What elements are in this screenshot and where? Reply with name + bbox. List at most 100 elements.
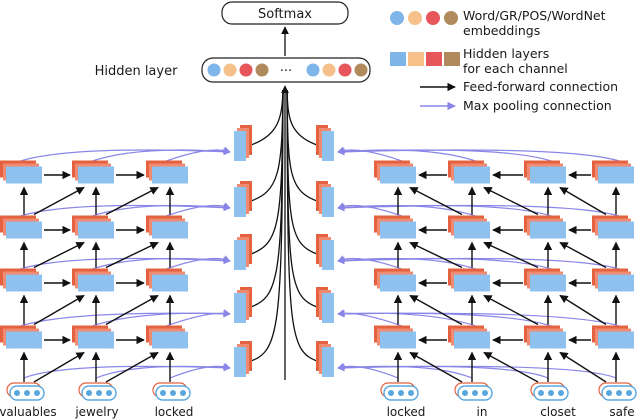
layer-front — [380, 274, 416, 292]
input-dot — [106, 390, 112, 396]
converge-line — [247, 89, 284, 203]
ff-arrow — [483, 241, 539, 269]
input-embedding — [152, 382, 191, 401]
ff-arrow — [409, 186, 463, 216]
input-dot — [558, 390, 564, 396]
pool-arrow — [337, 148, 625, 164]
converge-line — [247, 89, 284, 147]
input-dot — [408, 390, 414, 396]
hidden-dot — [306, 63, 320, 77]
layer-front — [6, 166, 42, 184]
layer-front — [380, 331, 416, 349]
hidden-layer-node: ··· — [201, 57, 371, 83]
input-dot — [24, 390, 30, 396]
legend-hidden-line1: Hidden layers — [463, 46, 549, 61]
pool-arrow — [161, 309, 231, 329]
ff-arrow — [409, 351, 463, 383]
input-dot — [96, 390, 102, 396]
pool-arrow — [161, 146, 231, 164]
input-dot — [86, 390, 92, 396]
input-dot — [462, 390, 468, 396]
converge-line — [247, 89, 284, 363]
layer-front — [380, 221, 416, 239]
ff-arrow — [33, 241, 85, 269]
word-left-0: valuables — [0, 405, 57, 419]
input-embeddings — [6, 382, 637, 401]
pool-arrow — [337, 309, 407, 329]
input-embedding — [6, 382, 45, 401]
pool-front — [322, 131, 334, 161]
converge-connections — [247, 85, 321, 380]
converge-line — [286, 89, 321, 147]
pool-front — [234, 131, 246, 161]
pooled-layer-boxes — [234, 125, 334, 377]
legend-rect — [426, 52, 442, 66]
pool-arrow — [337, 364, 617, 379]
pool-arrow — [15, 204, 231, 219]
input-dot — [388, 390, 394, 396]
layer-front — [152, 221, 188, 239]
ff-arrow — [483, 186, 539, 216]
layer-front — [530, 221, 566, 239]
layer-front — [6, 331, 42, 349]
converge-line — [286, 89, 321, 363]
pool-arrow — [337, 364, 549, 379]
converge-line — [286, 89, 321, 203]
legend-maxpool-label: Max pooling connection — [463, 98, 612, 113]
legend-feedforward-label: Feed-forward connection — [463, 79, 618, 94]
legend: Word/GR/POS/WordNet embeddings Hidden la… — [390, 8, 618, 113]
legend-rect — [390, 52, 406, 66]
layer-front — [78, 274, 114, 292]
legend-hidden-line2: for each channel — [463, 61, 568, 76]
ff-arrow — [33, 186, 85, 216]
input-dot — [14, 390, 20, 396]
left-words: valuables jewelry locked — [0, 405, 193, 419]
layer-front — [598, 274, 634, 292]
right-words: locked in closet safe — [387, 405, 635, 419]
layer-front — [152, 274, 188, 292]
input-embedding — [78, 382, 117, 401]
word-left-2: locked — [155, 405, 194, 419]
ff-arrow — [559, 241, 607, 269]
ff-arrow — [559, 294, 607, 326]
layer-front — [6, 274, 42, 292]
layer-front — [78, 221, 114, 239]
input-dot — [34, 390, 40, 396]
input-dot — [180, 390, 186, 396]
pool-front — [322, 240, 334, 270]
layer-front — [530, 331, 566, 349]
layer-front — [152, 331, 188, 349]
input-dot — [606, 390, 612, 396]
ff-arrow — [33, 294, 85, 326]
hidden-layer-boxes — [0, 160, 634, 349]
layer-front — [530, 166, 566, 184]
maxpool-connections — [15, 146, 625, 379]
legend-rect — [408, 52, 424, 66]
pool-arrow — [87, 310, 231, 329]
hidden-dot — [207, 63, 221, 77]
layer-front — [454, 221, 490, 239]
pool-front — [234, 293, 246, 323]
hidden-dot — [255, 63, 269, 77]
layer-front — [152, 166, 188, 184]
layer-front — [380, 166, 416, 184]
input-embedding — [380, 382, 419, 401]
ff-arrow — [483, 294, 539, 326]
pool-arrow — [169, 362, 231, 379]
hidden-layer-ellipsis: ··· — [280, 64, 292, 79]
legend-rect — [444, 52, 460, 66]
layer-front — [454, 274, 490, 292]
word-right-1: in — [477, 405, 488, 419]
hidden-dot — [322, 63, 336, 77]
pool-front — [234, 347, 246, 377]
legend-embeddings-line2: embeddings — [463, 23, 540, 38]
pool-arrow — [87, 203, 231, 219]
input-dot — [482, 390, 488, 396]
legend-dot — [408, 11, 422, 25]
pool-arrow — [87, 256, 231, 272]
input-dot — [538, 390, 544, 396]
input-dot — [170, 390, 176, 396]
pool-arrow — [15, 257, 231, 272]
layer-front — [530, 274, 566, 292]
